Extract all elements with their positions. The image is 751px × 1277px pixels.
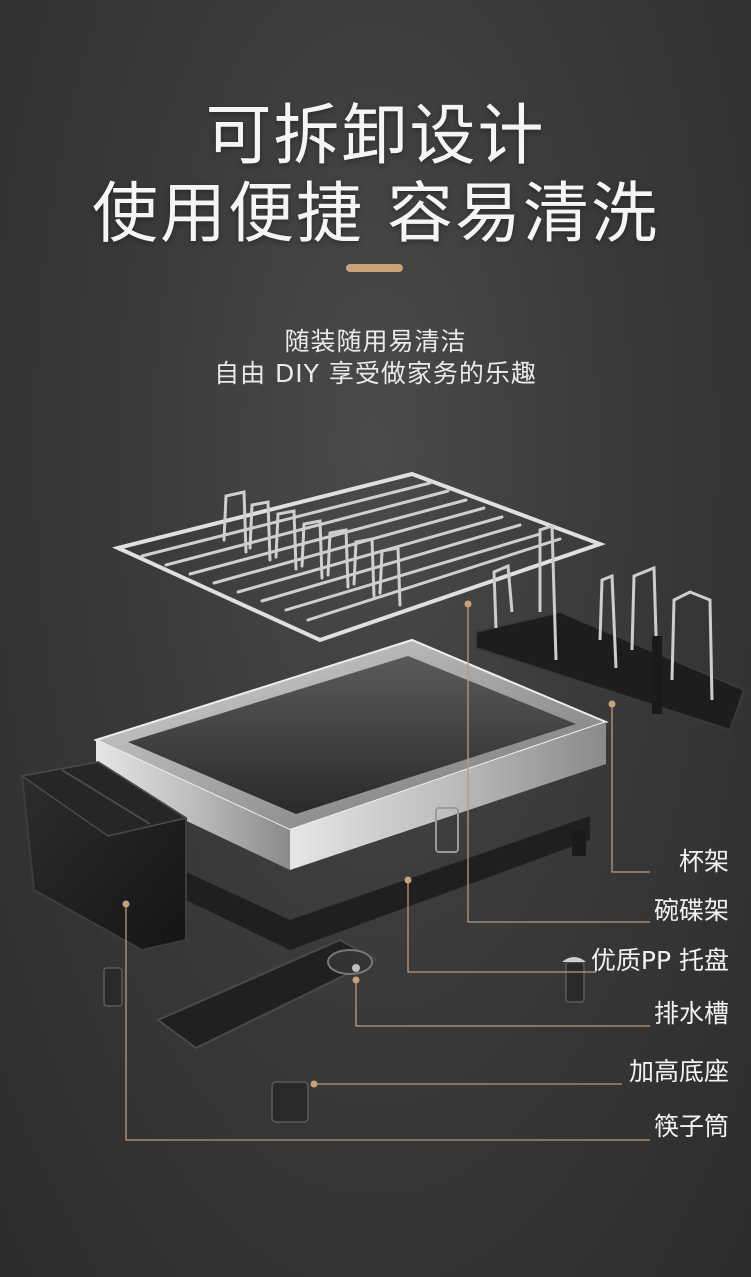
- headline-line-1: 可拆卸设计: [205, 97, 546, 174]
- plate-rack-part: [111, 471, 606, 643]
- subtitle-line-2: 自由 DIY 享受做家务的乐趣: [214, 359, 537, 388]
- cup-holder-part: [475, 523, 746, 732]
- chopsticks-holder-part: [20, 760, 188, 952]
- headline-line-2: 使用便捷 容易清洗: [92, 175, 659, 252]
- part-label-chopsticks-holder: 筷子筒: [653, 1112, 729, 1141]
- accent-divider: [346, 264, 403, 272]
- leader-lines: [125, 604, 650, 1141]
- subtitle-line-1: 随装随用易清洁: [284, 327, 467, 356]
- part-label-drain-spout: 排水槽: [653, 999, 729, 1028]
- drain-spout-part: [156, 938, 379, 1050]
- part-label-cup-holder: 杯架: [678, 847, 729, 876]
- part-label-pp-tray: 优质PP 托盘: [590, 946, 729, 975]
- tray-basin-part: [93, 638, 609, 950]
- part-label-raised-base: 加高底座: [628, 1057, 729, 1086]
- leader-dots: [122, 600, 616, 1088]
- raised-feet-part: [103, 957, 586, 1123]
- part-label-plate-rack: 碗碟架: [653, 896, 729, 925]
